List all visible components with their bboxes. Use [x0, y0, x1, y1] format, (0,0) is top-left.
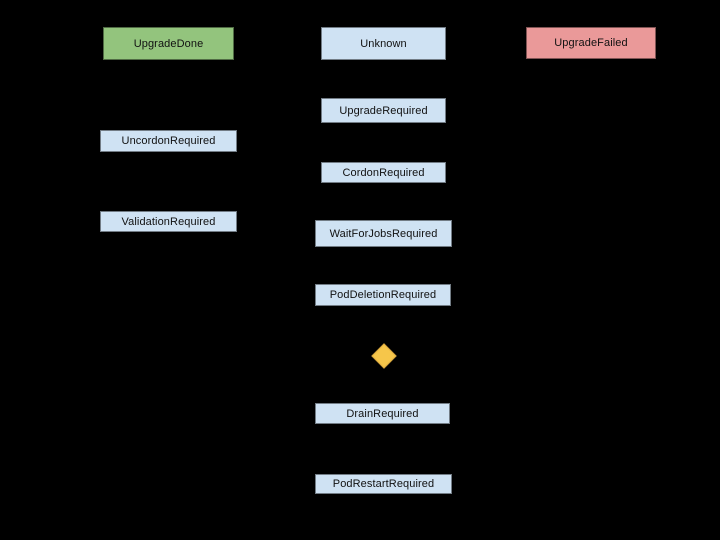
- state-node-upgradefailed: UpgradeFailed: [526, 27, 656, 59]
- state-node-waitforjobsrequired: WaitForJobsRequired: [315, 220, 452, 247]
- state-node-upgraderequired: UpgradeRequired: [321, 98, 446, 123]
- state-node-drainrequired: DrainRequired: [315, 403, 450, 424]
- decision-diamond-icon: [371, 343, 397, 369]
- state-node-podrestartrequired: PodRestartRequired: [315, 474, 452, 494]
- state-node-validationrequired: ValidationRequired: [100, 211, 237, 232]
- state-node-unknown: Unknown: [321, 27, 446, 60]
- state-node-upgradedone: UpgradeDone: [103, 27, 234, 60]
- state-node-uncordonrequired: UncordonRequired: [100, 130, 237, 152]
- state-node-poddeletionrequired: PodDeletionRequired: [315, 284, 451, 306]
- state-node-cordonrequired: CordonRequired: [321, 162, 446, 183]
